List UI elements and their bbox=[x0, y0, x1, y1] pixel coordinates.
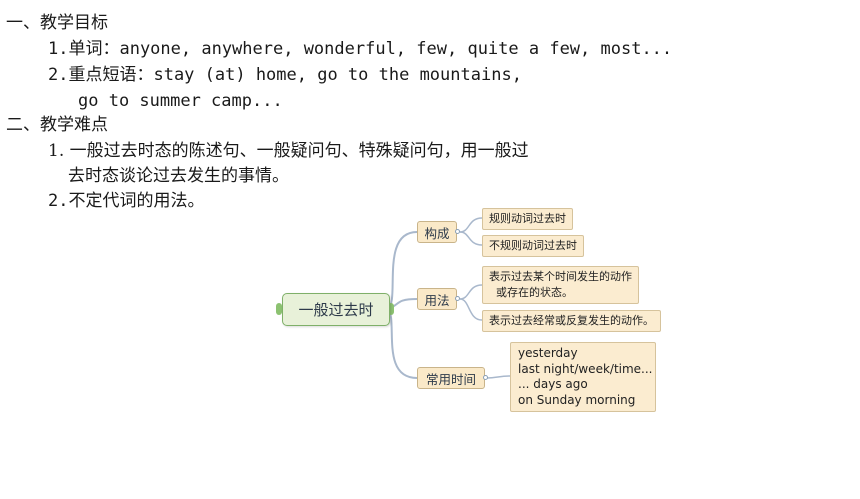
leaf-irregular-verbs[interactable]: 不规则动词过去时 bbox=[482, 235, 584, 257]
branch-time-expressions-collapse-handle[interactable] bbox=[483, 375, 488, 380]
connector-composition-to-irregular bbox=[459, 231, 483, 246]
objectives-item-phrases: 2.重点短语：stay (at) home, go to the mountai… bbox=[48, 65, 522, 85]
branch-usage[interactable]: 用法 bbox=[417, 288, 457, 310]
difficulties-item-past-tense: 1. 一般过去时态的陈述句、一般疑问句、特殊疑问句，用一般过 bbox=[48, 141, 529, 161]
objectives-heading: 一、教学目标 bbox=[6, 13, 108, 33]
root-right-handle bbox=[388, 303, 394, 315]
branch-time-expressions[interactable]: 常用时间 bbox=[417, 367, 485, 389]
difficulties-item-indefinite-pronouns: 2.不定代词的用法。 bbox=[48, 191, 205, 211]
mind-map-root[interactable]: 一般过去时 bbox=[282, 293, 390, 326]
root-left-handle bbox=[276, 303, 282, 315]
branch-usage-collapse-handle[interactable] bbox=[455, 296, 460, 301]
objectives-item-phrases-continued: go to summer camp... bbox=[78, 91, 283, 111]
connector-usage-to-habitual bbox=[459, 298, 483, 321]
leaf-habitual-past-action[interactable]: 表示过去经常或反复发生的动作。 bbox=[482, 310, 661, 332]
connector-composition-to-regular bbox=[459, 217, 483, 233]
connector-root-to-composition bbox=[387, 231, 418, 310]
leaf-time-expression-list[interactable]: yesterday last night/week/time... ... da… bbox=[510, 342, 656, 412]
difficulties-item-past-tense-continued: 去时态谈论过去发生的事情。 bbox=[68, 166, 289, 186]
leaf-past-action-or-state[interactable]: 表示过去某个时间发生的动作 或存在的状态。 bbox=[482, 266, 639, 304]
connector-time-expressions-to-list bbox=[486, 375, 511, 379]
branch-composition-collapse-handle[interactable] bbox=[455, 229, 460, 234]
connector-usage-to-state bbox=[459, 284, 483, 300]
branch-composition[interactable]: 构成 bbox=[417, 221, 457, 243]
objectives-item-vocabulary: 1.单词：anyone, anywhere, wonderful, few, q… bbox=[48, 39, 673, 59]
leaf-regular-verbs[interactable]: 规则动词过去时 bbox=[482, 208, 573, 230]
difficulties-heading: 二、教学难点 bbox=[6, 115, 108, 135]
connector-root-to-time-expressions bbox=[387, 308, 418, 379]
